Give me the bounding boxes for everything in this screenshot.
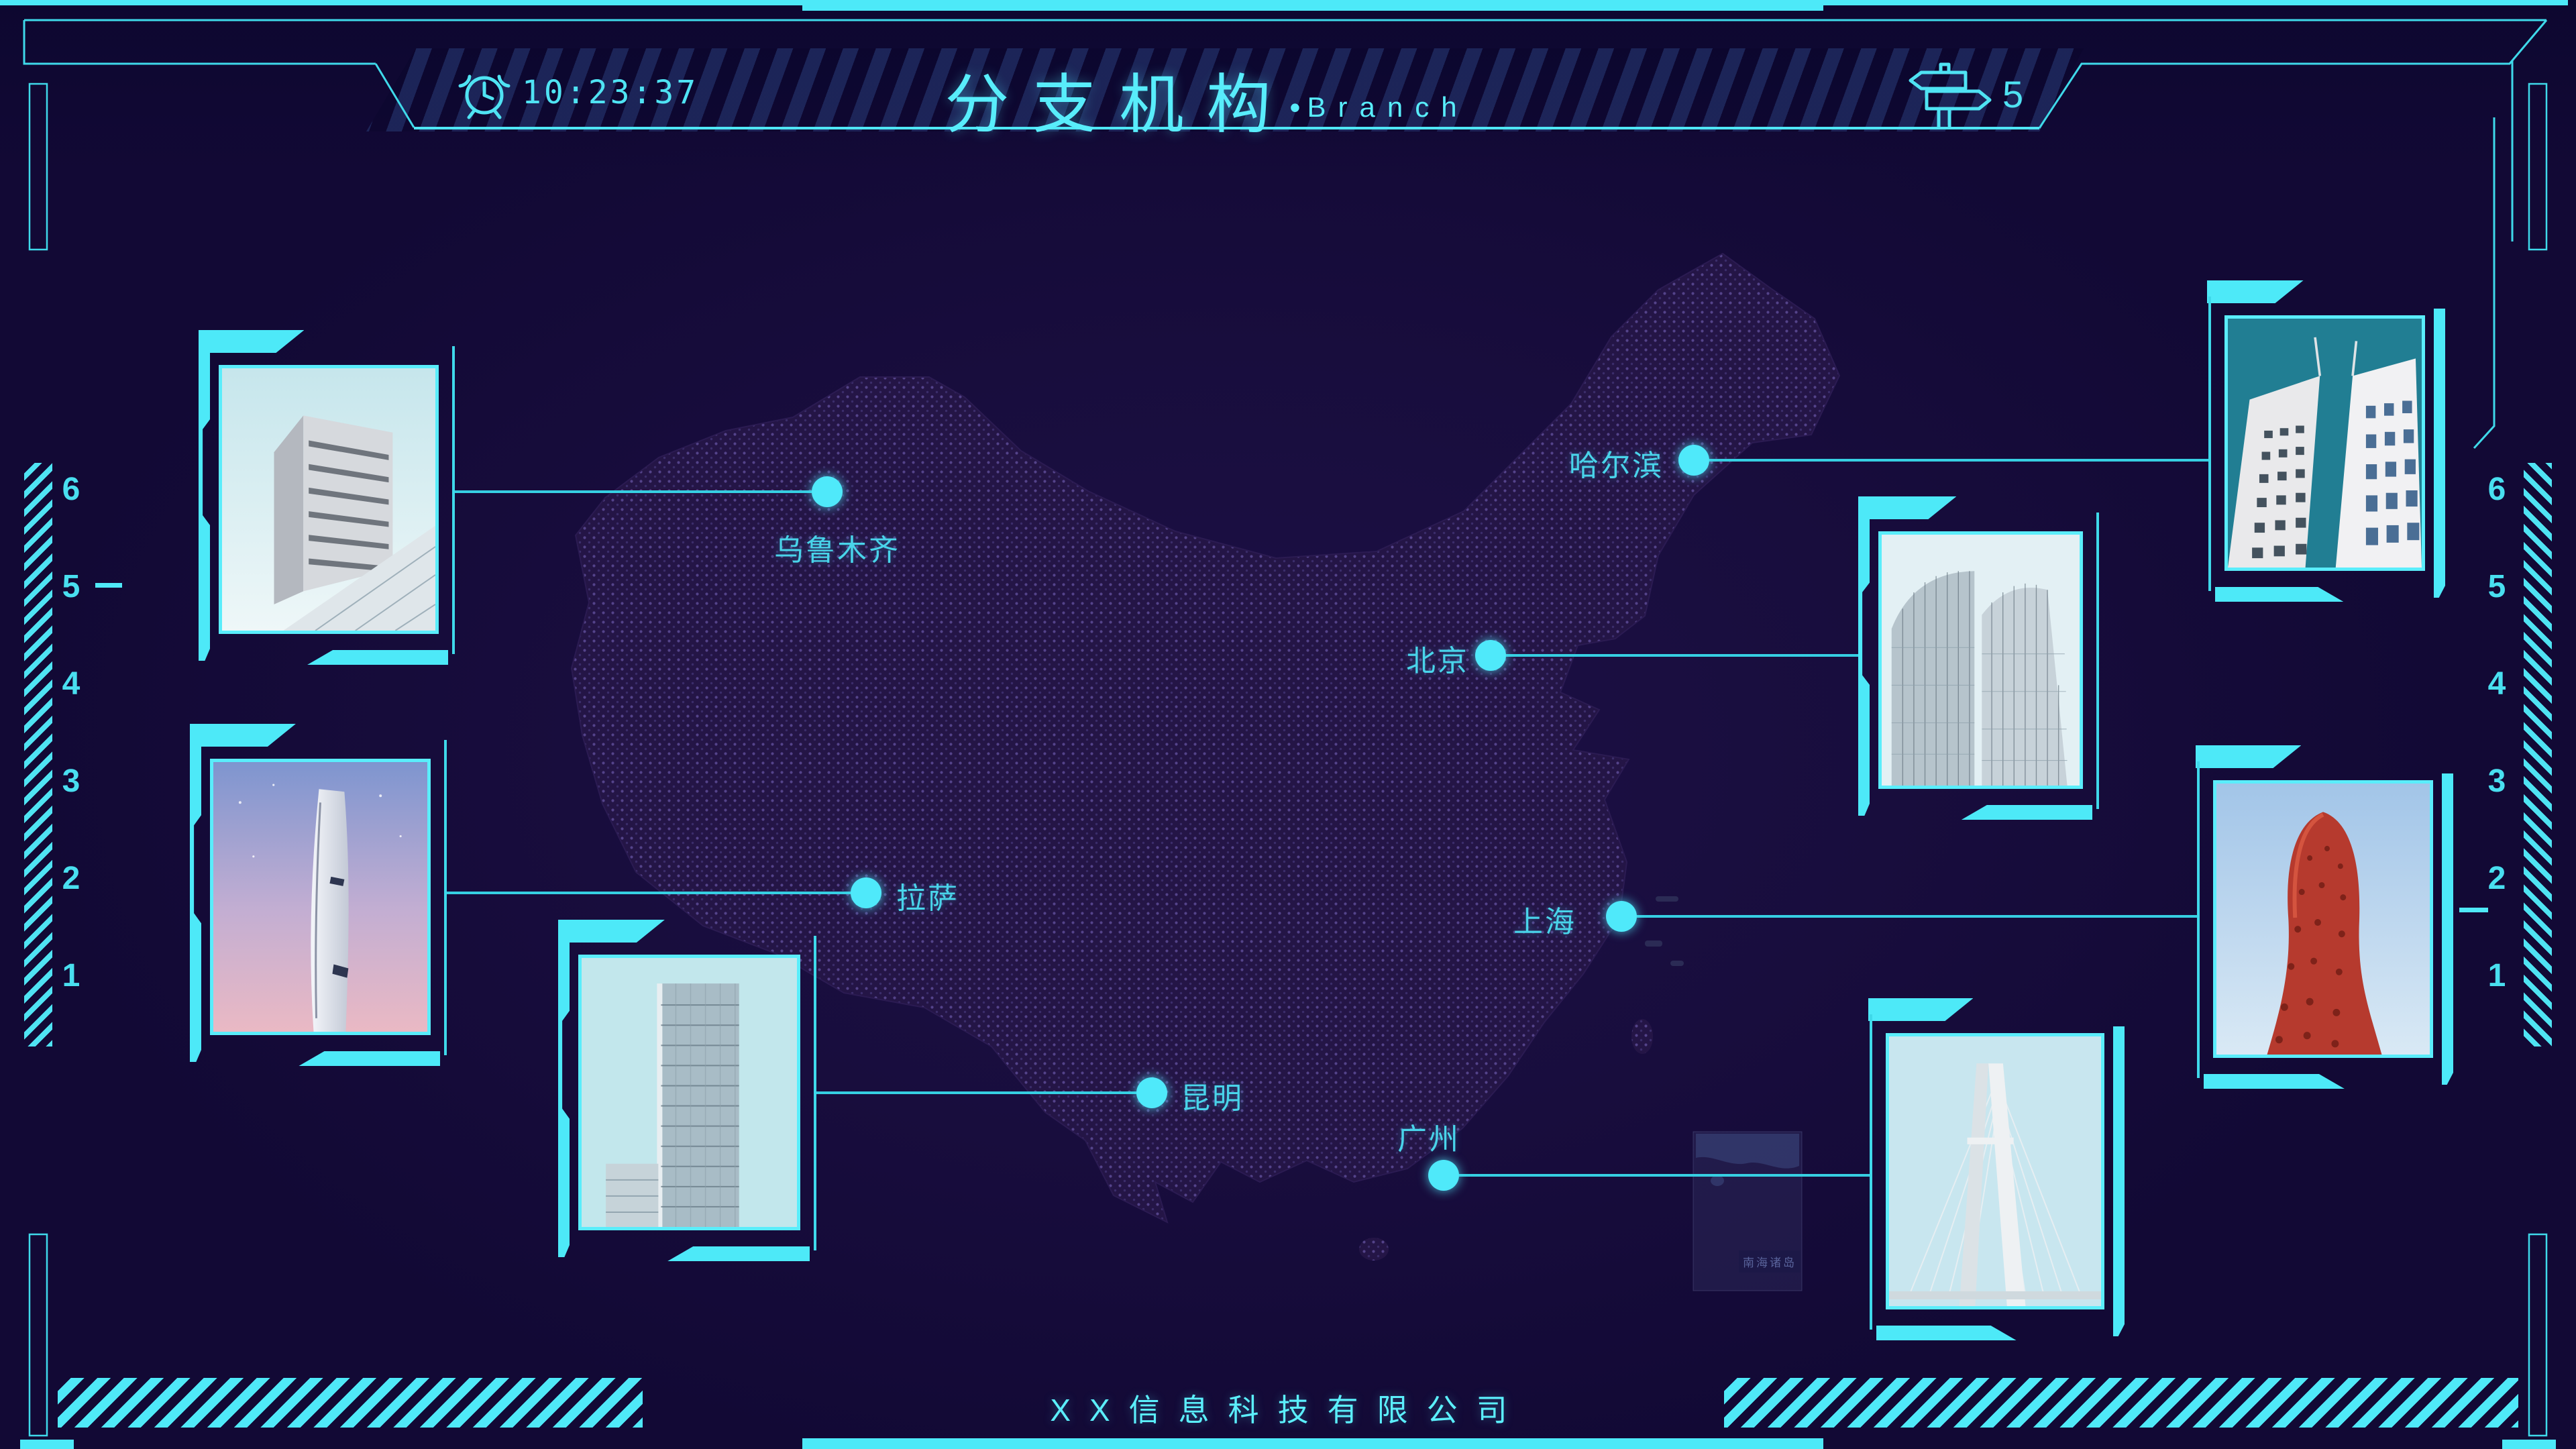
card-sidebar xyxy=(2442,773,2453,1085)
ruler-left-tick xyxy=(95,583,122,588)
card-sideline xyxy=(814,936,816,1250)
ruler-right-3: 3 xyxy=(2487,763,2506,799)
title-separator: • xyxy=(1289,89,1301,125)
ruler-right-4: 4 xyxy=(2487,666,2506,702)
card-bottombar xyxy=(1961,805,2092,820)
marker-shanghai[interactable] xyxy=(1606,901,1637,932)
taiwan-island xyxy=(1631,1019,1653,1054)
card-sideline xyxy=(444,740,447,1055)
ruler-right-2: 2 xyxy=(2487,861,2506,896)
ruler-left-6: 6 xyxy=(62,472,80,507)
card-bottombar xyxy=(1876,1326,2017,1340)
marker-lhasa[interactable] xyxy=(851,877,881,908)
bottom-right-hatch xyxy=(1724,1378,2518,1428)
ruler-right-5: 5 xyxy=(2487,569,2506,604)
branch-connectors xyxy=(447,459,2210,1177)
footer-company-name: XX信息科技有限公司 xyxy=(1050,1393,1526,1428)
card-sideline xyxy=(2197,761,2200,1078)
title-chinese: 分支机构 xyxy=(945,69,1294,141)
marker-harbin[interactable] xyxy=(1678,445,1709,476)
city-label-lhasa: 拉萨 xyxy=(896,882,959,915)
ruler-left-4: 4 xyxy=(62,666,80,702)
branch-photo-beijing xyxy=(1878,531,2083,789)
card-sideline xyxy=(1870,1014,1872,1330)
ruler-left-1: 1 xyxy=(62,958,80,994)
branch-photo-guangzhou xyxy=(1886,1033,2104,1309)
branch-photo-card-shanghai[interactable] xyxy=(2213,780,2433,1058)
header-band xyxy=(366,48,2084,131)
marker-urumqi[interactable] xyxy=(812,476,843,507)
ruler-left-2: 2 xyxy=(62,861,80,896)
city-label-kunming: 昆明 xyxy=(1181,1082,1244,1115)
china-silhouette xyxy=(570,252,1841,1224)
ruler-right-1: 1 xyxy=(2487,958,2506,994)
ruler-right-tick xyxy=(2459,908,2488,912)
ruler-left-hatch xyxy=(24,463,52,1046)
branch-photo-kunming xyxy=(578,955,800,1230)
branch-photo-card-urumqi[interactable] xyxy=(219,365,455,665)
city-label-urumqi: 乌鲁木齐 xyxy=(774,534,900,567)
card-sideline xyxy=(452,346,455,654)
ruler-left-5: 5 xyxy=(62,569,80,604)
branch-photo-urumqi xyxy=(219,365,439,634)
city-markers xyxy=(812,445,1709,1191)
marker-beijing[interactable] xyxy=(1475,640,1506,671)
card-sideline xyxy=(2096,513,2099,809)
marker-guangzhou[interactable] xyxy=(1428,1160,1459,1191)
branch-photo-card-kunming[interactable] xyxy=(578,955,816,1261)
card-bottombar xyxy=(299,1051,440,1066)
card-sidebar xyxy=(2434,309,2445,598)
branch-photo-card-guangzhou[interactable] xyxy=(1886,1033,2104,1309)
clock-icon xyxy=(458,74,511,119)
signpost-icon xyxy=(1909,62,1992,127)
branch-photo-card-lhasa[interactable] xyxy=(210,759,447,1066)
branch-photo-harbin xyxy=(2224,315,2425,571)
city-label-beijing: 北京 xyxy=(1406,645,1469,678)
marker-kunming[interactable] xyxy=(1136,1077,1167,1108)
sea-inset-label: 南海诸岛 xyxy=(1739,1250,1801,1273)
card-sideline xyxy=(2208,297,2211,591)
branch-photo-shanghai xyxy=(2213,780,2433,1058)
city-label-shanghai: 上海 xyxy=(1513,906,1576,938)
bottom-left-hatch xyxy=(58,1378,643,1428)
branch-photo-card-harbin[interactable] xyxy=(2224,315,2425,571)
clock-time: 10:23:37 xyxy=(522,74,699,111)
city-label-guangzhou: 广州 xyxy=(1397,1123,1460,1156)
card-sidebar xyxy=(2113,1026,2125,1336)
city-label-harbin: 哈尔滨 xyxy=(1569,449,1664,482)
card-bottombar xyxy=(667,1246,810,1261)
hainan-island xyxy=(1359,1238,1389,1260)
ruler-left-3: 3 xyxy=(62,763,80,799)
ruler-right-6: 6 xyxy=(2487,472,2506,507)
title-english: Branch xyxy=(1307,91,1469,123)
card-bottombar xyxy=(307,650,448,665)
card-bottombar xyxy=(2204,1074,2345,1089)
branch-photo-card-beijing[interactable] xyxy=(1878,531,2099,820)
card-bottombar xyxy=(2215,587,2343,602)
page-title: 分支机构 • Branch xyxy=(945,52,1468,146)
branch-count: 5 xyxy=(2002,73,2024,115)
ruler-right-hatch xyxy=(2524,463,2552,1046)
branch-photo-lhasa xyxy=(210,759,431,1035)
